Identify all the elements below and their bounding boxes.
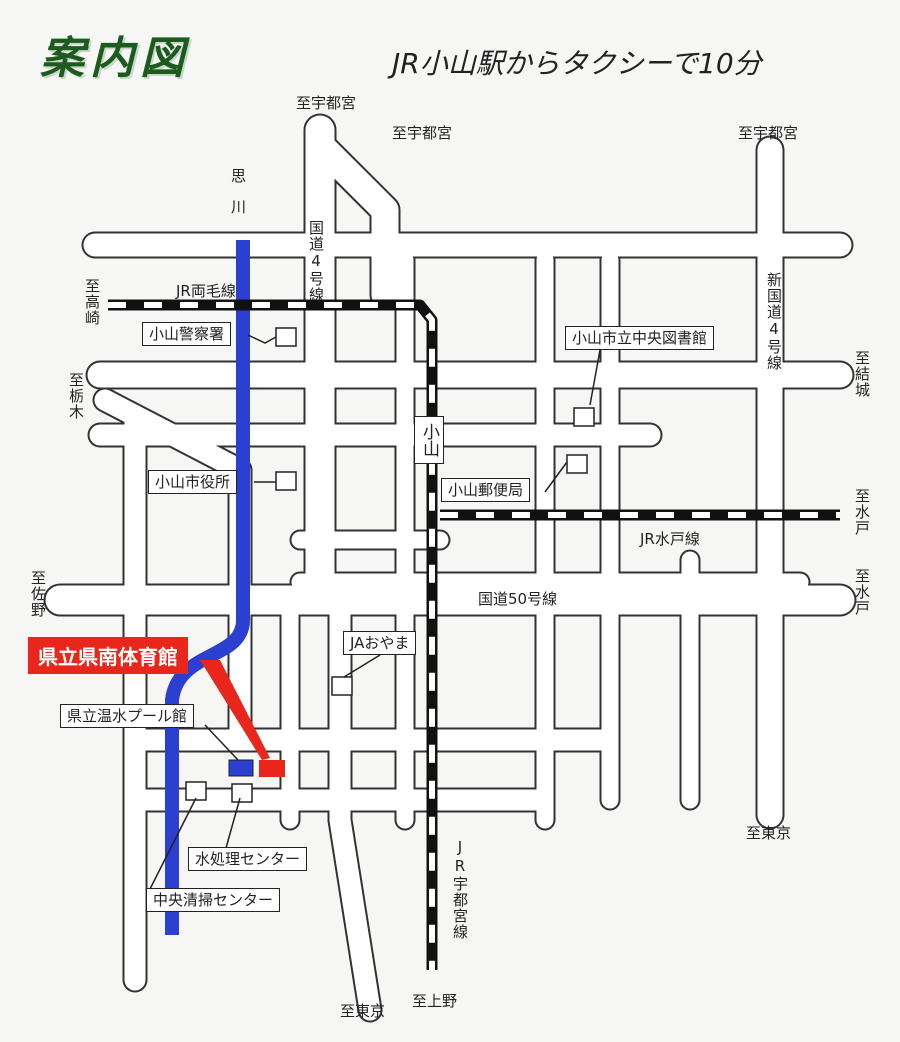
- page-subtitle: JR小山駅からタクシーで10分: [392, 47, 762, 80]
- direction-ueno: 至上野: [412, 992, 458, 1010]
- leader-line: [204, 724, 239, 761]
- road-label-new-r4: 新国道4号線: [765, 272, 783, 371]
- label-pool: 県立温水プール館: [60, 704, 195, 728]
- rail-label-ryomo: JR両毛線: [176, 282, 236, 300]
- label-water: 水処理センター: [188, 847, 308, 871]
- label-police: 小山警察署: [142, 322, 232, 346]
- building-marker: [275, 471, 297, 491]
- leader-line: [544, 461, 568, 493]
- page-title: 案内図: [40, 33, 190, 84]
- gym-callout-pointer: [200, 660, 270, 760]
- rail-label-utsunomiya: JR宇都宮線: [451, 838, 469, 940]
- building-markers: [185, 327, 595, 803]
- direction-takasaki: 至高崎: [83, 278, 101, 326]
- river-label: 思川: [229, 168, 247, 230]
- leader-lines: [149, 334, 601, 890]
- direction-tochigi: 至栃木: [67, 372, 85, 420]
- label-gym-highlight: 県立県南体育館: [28, 637, 188, 674]
- label-city-hall: 小山市役所: [148, 470, 238, 494]
- direction-tokyo-bottom: 至東京: [340, 1002, 386, 1020]
- leader-line: [149, 797, 197, 890]
- rail-utsunomiya-ryomo-dash: [108, 302, 435, 970]
- direction-mito-road: 至水戸: [853, 568, 871, 616]
- leader-line: [225, 797, 241, 849]
- leader-line: [589, 349, 601, 406]
- building-marker: [573, 407, 595, 427]
- gym-marker: [259, 760, 285, 777]
- direction-tokyo-right: 至東京: [746, 824, 792, 842]
- direction-sano: 至佐野: [29, 570, 47, 618]
- road-surface: [311, 136, 399, 309]
- building-marker: [231, 783, 253, 803]
- leader-line: [343, 654, 381, 678]
- road-surface: [329, 579, 381, 1021]
- direction-utsunomiya-rail: 至宇都宮: [392, 124, 453, 142]
- direction-utsunomiya-right: 至宇都宮: [738, 124, 799, 142]
- direction-mito-rail: 至水戸: [853, 488, 871, 536]
- direction-utsunomiya-left: 至宇都宮: [296, 94, 357, 112]
- building-marker: [185, 781, 207, 801]
- label-post-office: 小山郵便局: [441, 478, 531, 502]
- station-label: 小山: [414, 416, 444, 464]
- rail-label-mito: JR水戸線: [640, 530, 700, 548]
- leader-line: [247, 334, 277, 344]
- river-line: [165, 240, 250, 935]
- railways: [108, 299, 840, 970]
- label-cleaning: 中央清掃センター: [146, 888, 281, 912]
- building-marker: [275, 327, 297, 347]
- road-label-r4: 国道4号線: [307, 220, 325, 303]
- building-marker: [566, 454, 588, 474]
- river-omoigawa: [165, 240, 250, 935]
- direction-yuki: 至結城: [853, 350, 871, 398]
- building-marker: [331, 676, 353, 696]
- label-library: 小山市立中央図書館: [565, 326, 715, 350]
- pool-marker: [228, 759, 254, 777]
- road-label-r50: 国道50号線: [478, 590, 558, 608]
- label-ja: JAおやま: [343, 631, 417, 655]
